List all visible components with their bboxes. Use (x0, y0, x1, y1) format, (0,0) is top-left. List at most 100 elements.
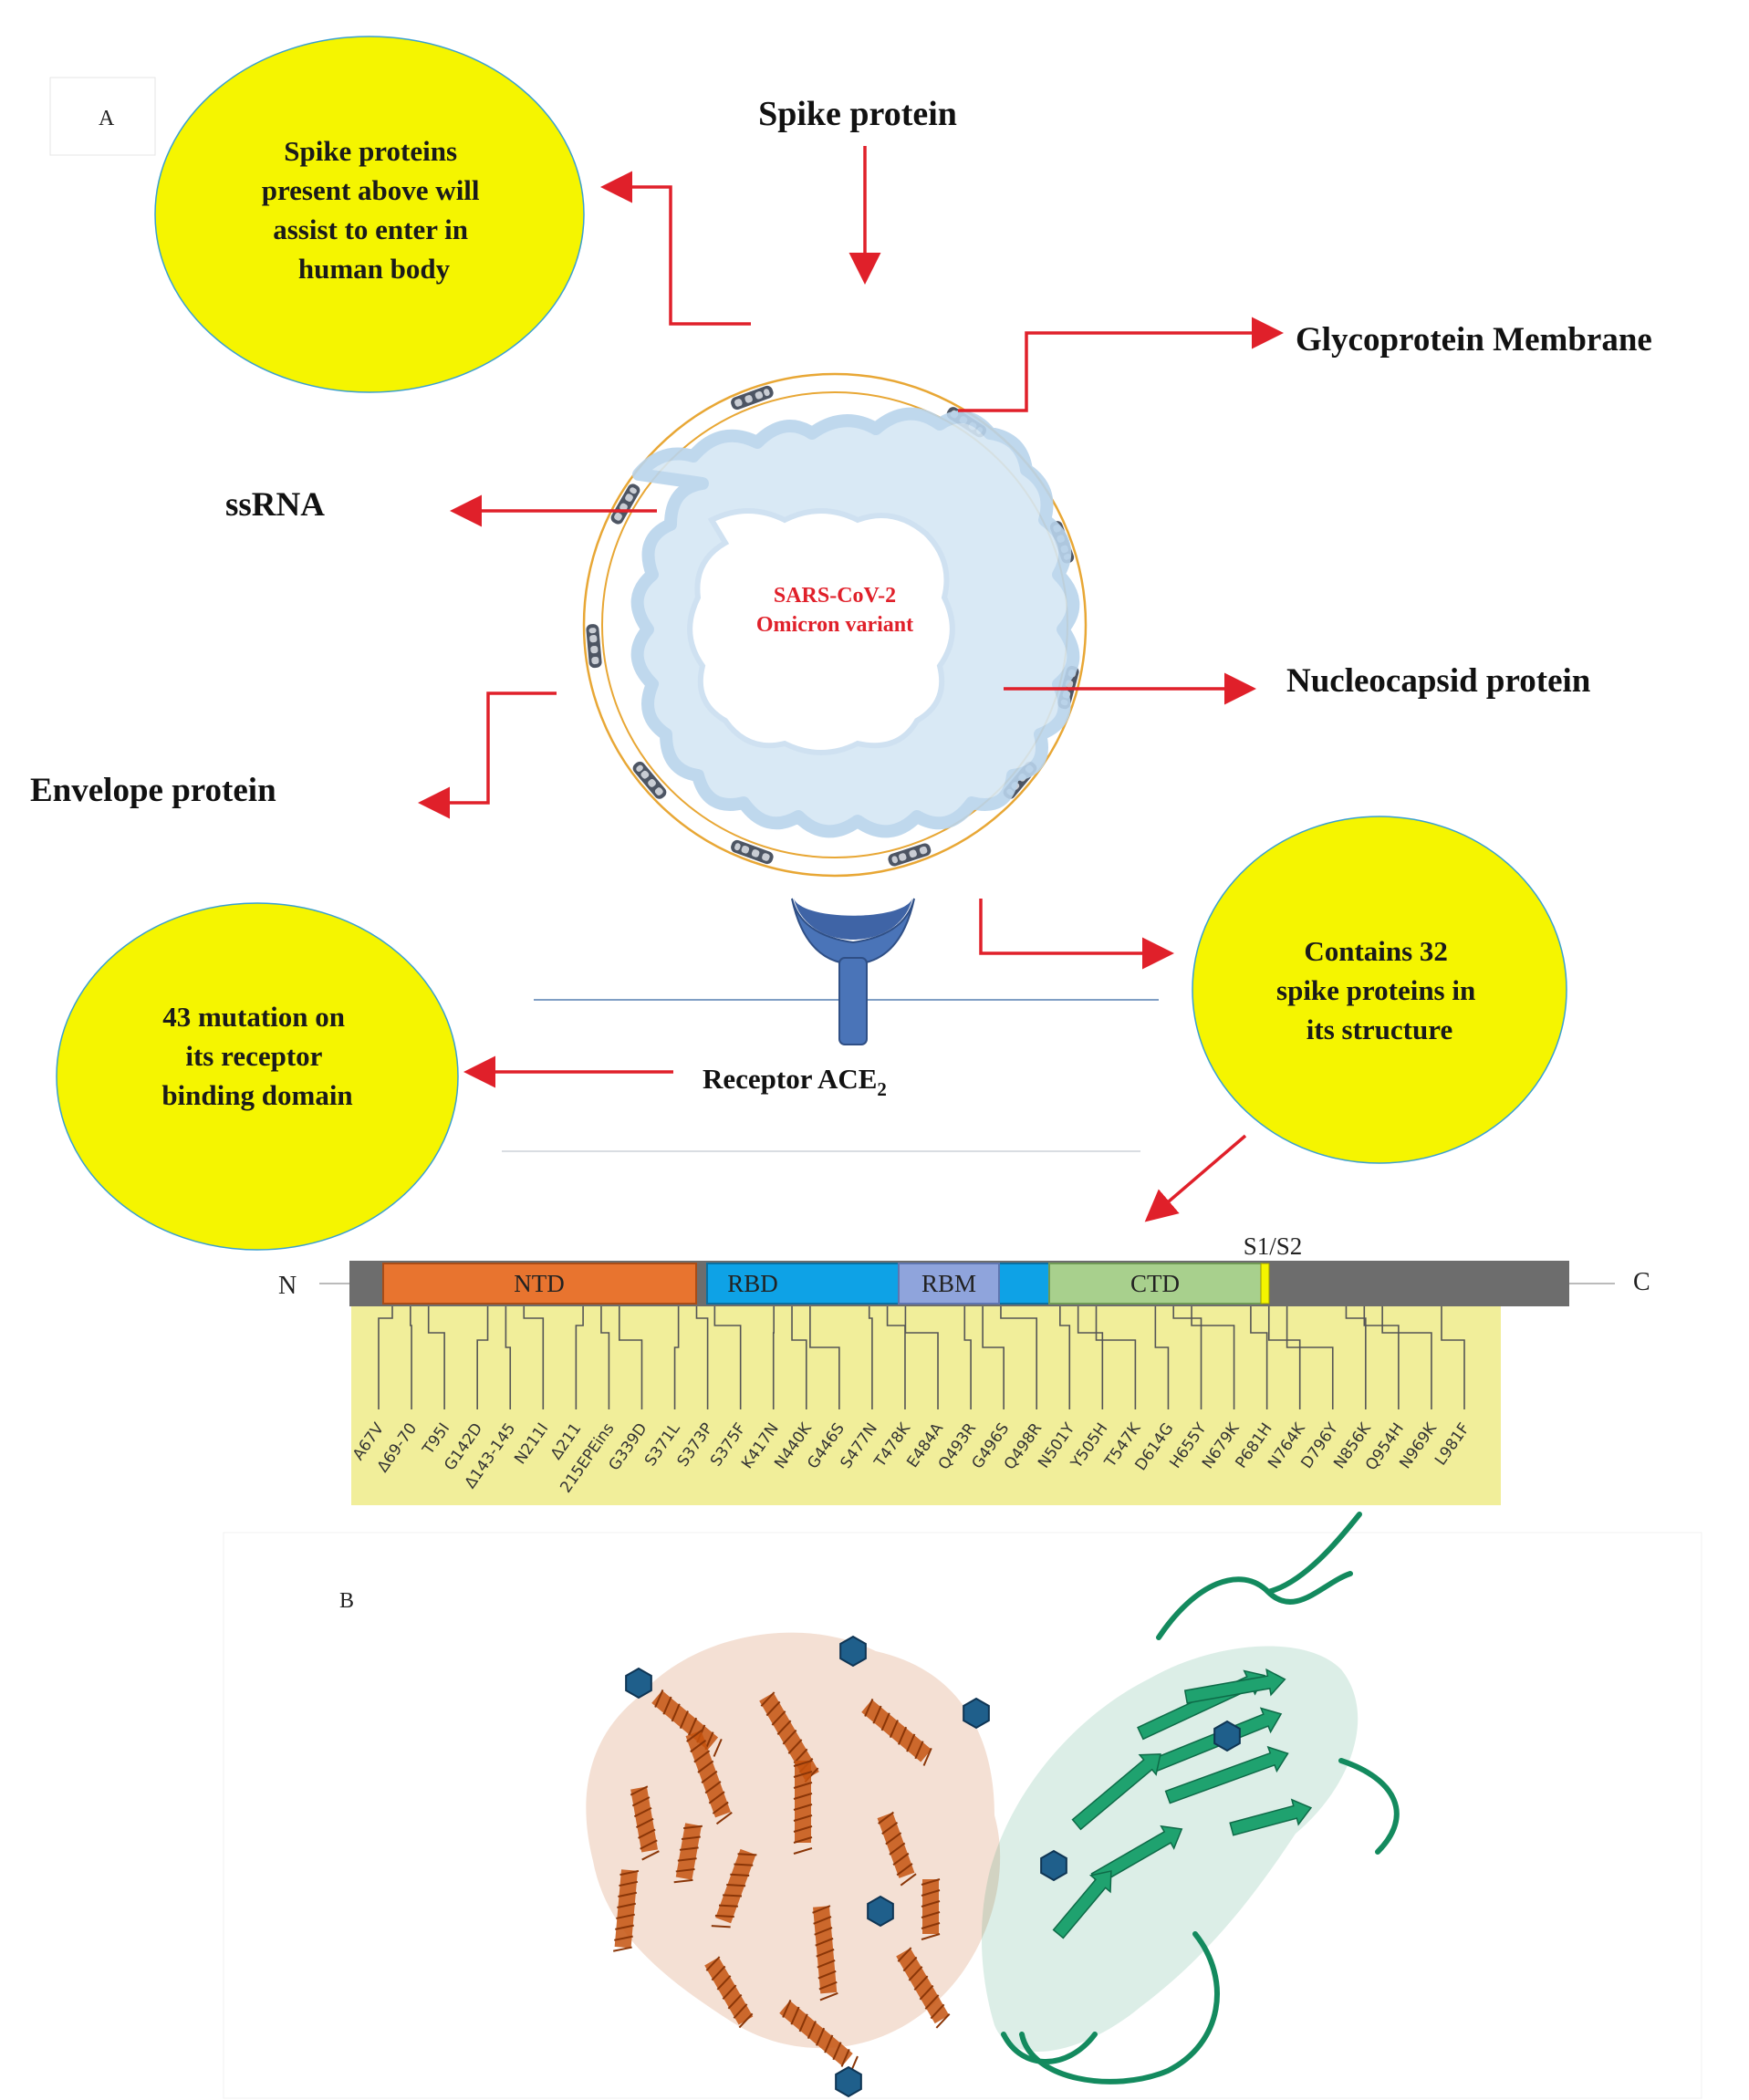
label-nucleocapsid-protein: Nucleocapsid protein (1286, 662, 1591, 700)
mutation-line (886, 1306, 906, 1409)
bubble-spike-line-2: present above will (262, 174, 480, 206)
mutation-line (575, 1306, 584, 1409)
mutation-line (1363, 1306, 1400, 1409)
ace2-helix (685, 1729, 733, 1825)
receptor-stem (838, 957, 868, 1045)
panel-a-label-box: A (49, 77, 156, 156)
rbd-protein-structure (981, 1512, 1400, 2084)
n-terminus-label: N (278, 1272, 297, 1300)
ace2-helix (711, 1848, 757, 1928)
ace2-protein-structure (586, 1632, 1001, 2074)
svg-text:Spike proteins present a: Spike proteins present above will assist… (262, 135, 487, 285)
mutation-line (618, 1306, 643, 1409)
mutation-line (809, 1306, 840, 1409)
mutation-line (1095, 1306, 1137, 1409)
rbd-strand (1052, 1870, 1112, 1939)
domain-ctd-label: CTD (1130, 1270, 1180, 1297)
virus-name-line-1: SARS-CoV-2 (774, 584, 896, 608)
rbd-strand (1071, 1753, 1161, 1831)
mutation-line (1381, 1306, 1432, 1409)
glycan-hexagon (625, 1667, 652, 1700)
mutation-line (600, 1306, 610, 1409)
svg-text:43 mutation on its recep: 43 mutation on its receptor binding doma… (161, 1001, 352, 1111)
mutation-line (1267, 1306, 1301, 1409)
nucleocapsid-core (687, 508, 955, 755)
mutation-line (1191, 1306, 1235, 1409)
bubble-contains-line-1: Contains 32 (1304, 935, 1448, 967)
virus-particle: SARS-CoV-2 Omicron variant (582, 372, 1088, 878)
bubble-contains-line-2: spike proteins in (1276, 974, 1475, 1006)
mutation-line (1077, 1306, 1104, 1409)
mutation-line (1441, 1306, 1465, 1409)
rbd-strand (1164, 1745, 1289, 1804)
mutation-line (1154, 1306, 1170, 1409)
arrow-contains-32 (979, 899, 1174, 970)
s1s2-label: S1/S2 (1244, 1232, 1303, 1260)
glycan-hexagon (839, 1635, 867, 1668)
glycan-hexagon (835, 2065, 862, 2098)
arrow-glycoprotein (958, 317, 1284, 412)
glycan-hexagon (1213, 1720, 1241, 1752)
domain-rbd-label: RBD (727, 1270, 778, 1297)
ace2-helix (861, 1698, 932, 1766)
bubble-mutation-line-1: 43 mutation on (162, 1001, 345, 1033)
mutation-line (1345, 1306, 1367, 1409)
mutation-line (1286, 1306, 1334, 1409)
bubble-contains-32: Contains 32 spike proteins in its struct… (1192, 816, 1567, 1164)
label-envelope-protein: Envelope protein (30, 772, 276, 809)
mutation-line (476, 1306, 489, 1409)
glycan-hexagon (1040, 1849, 1067, 1882)
mutation-line (695, 1306, 709, 1409)
mutation-line (1172, 1306, 1202, 1409)
mutation-line (378, 1306, 393, 1409)
receptor-cup (794, 899, 912, 940)
c-terminus-label: C (1633, 1268, 1650, 1296)
bubble-mutation: 43 mutation on its receptor binding doma… (56, 902, 459, 1251)
mutation-line (713, 1306, 742, 1409)
s1s2-cleavage-mark (1260, 1263, 1270, 1305)
glycan-hexagon (963, 1697, 990, 1730)
mutation-line (1250, 1306, 1268, 1409)
glycan-hexagon (867, 1895, 894, 1928)
bubble-spike-line-1: Spike proteins (284, 135, 457, 167)
callout-arrows (418, 146, 1284, 1222)
mutation-line (505, 1306, 512, 1409)
bubble-mutation-line-3: binding domain (161, 1079, 352, 1111)
rbd-strand (1229, 1798, 1313, 1836)
mutation-line (1059, 1306, 1071, 1409)
mutation-line (427, 1306, 445, 1409)
label-receptor: Receptor ACE2 (703, 1063, 887, 1100)
bubble-spike-entry: Spike proteins present above will assist… (154, 36, 585, 393)
domain-ntd (382, 1263, 697, 1305)
arrow-spike-bubble (600, 171, 751, 326)
domain-ntd-label: NTD (514, 1270, 565, 1297)
domain-ctd (1048, 1263, 1263, 1305)
ace2-helix (896, 1947, 951, 2029)
spike-domain-map: N C NTD RBD RBM CTD S1/S2 A67VΔ69-70T95I… (278, 1232, 1650, 1505)
mutation-line (904, 1306, 939, 1409)
receptor-ace2: Receptor ACE2 (534, 898, 1159, 1100)
ace2-helix (793, 1760, 813, 1855)
mutation-box (351, 1300, 1501, 1505)
virus-name-line-2: Omicron variant (756, 613, 913, 637)
ace2-helix (812, 1905, 838, 2001)
ace2-helix (612, 1869, 640, 1952)
ace2-helix (673, 1823, 703, 1884)
panel-a-label: A (99, 107, 115, 130)
label-glycoprotein-membrane: Glycoprotein Membrane (1296, 321, 1652, 359)
arrow-spike-map (1144, 1134, 1247, 1222)
glycans (625, 1635, 1241, 2098)
bubble-spike-line-4: human body (298, 253, 451, 285)
ace2-helix (704, 1956, 754, 2029)
label-ssrna: ssRNA (225, 486, 325, 524)
rbd-loops (1001, 1512, 1400, 2084)
mutation-line (791, 1306, 807, 1409)
panel-b-label: B (339, 1589, 354, 1613)
mutation-line (982, 1306, 1005, 1409)
ace2-helices (612, 1689, 951, 2074)
ace2-helix (630, 1785, 660, 1861)
rbd-strand (1183, 1668, 1286, 1704)
bubble-mutation-line-2: its receptor (185, 1040, 322, 1072)
rbd-envelope (981, 1646, 1359, 2052)
